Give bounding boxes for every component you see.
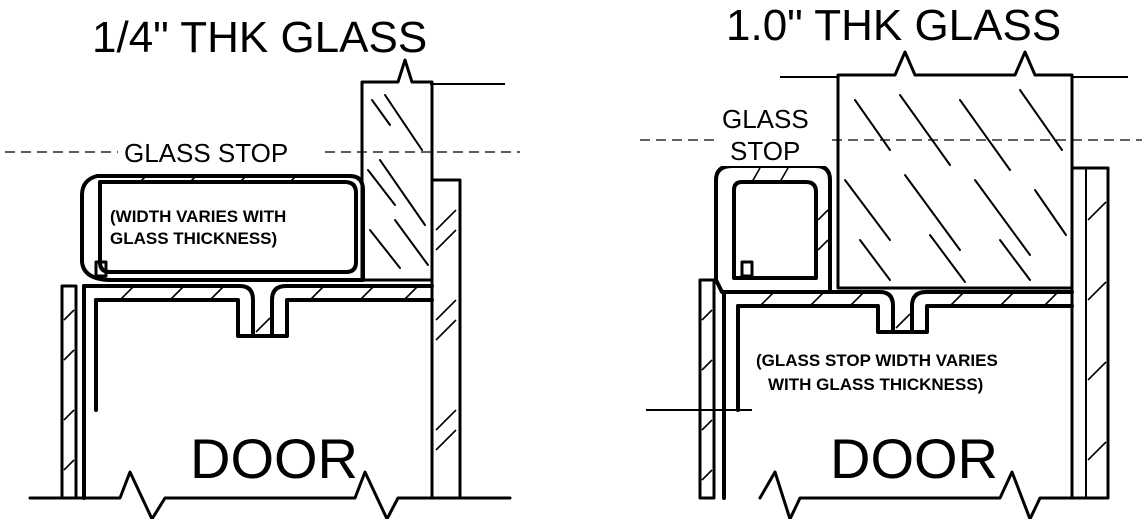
left-title: 1/4" THK GLASS <box>92 13 427 62</box>
left-glass-stop-label: GLASS STOP <box>124 138 288 168</box>
right-detail: 1.0" THK GLASS <box>640 1 1142 521</box>
right-frame-right-jamb <box>1070 166 1110 500</box>
left-note-line2: GLASS THICKNESS) <box>110 229 277 248</box>
left-door-label: DOOR <box>190 427 358 490</box>
left-glass-stop <box>80 174 365 282</box>
left-note-line1: (WIDTH VARIES WITH <box>110 207 286 226</box>
left-door-edge <box>60 284 98 500</box>
left-door-skin <box>82 284 434 338</box>
left-glass-pane <box>360 58 505 282</box>
right-glass-stop <box>714 164 832 294</box>
right-note-line2: WITH GLASS THICKNESS) <box>768 375 983 394</box>
right-title: 1.0" THK GLASS <box>726 1 1061 50</box>
left-break-line <box>28 470 512 521</box>
right-door-edge <box>646 278 752 500</box>
right-door-label: DOOR <box>830 427 998 490</box>
left-frame-right-jamb <box>430 178 462 500</box>
right-glass-pane <box>780 50 1128 290</box>
right-door-skin <box>722 290 1074 334</box>
right-break-line <box>758 470 1074 521</box>
right-glass-stop-label-line2: STOP <box>730 136 800 166</box>
right-note-line1: (GLASS STOP WIDTH VARIES <box>756 351 998 370</box>
left-detail: 1/4" THK GLASS <box>5 13 520 521</box>
right-glass-stop-label-line1: GLASS <box>722 104 809 134</box>
